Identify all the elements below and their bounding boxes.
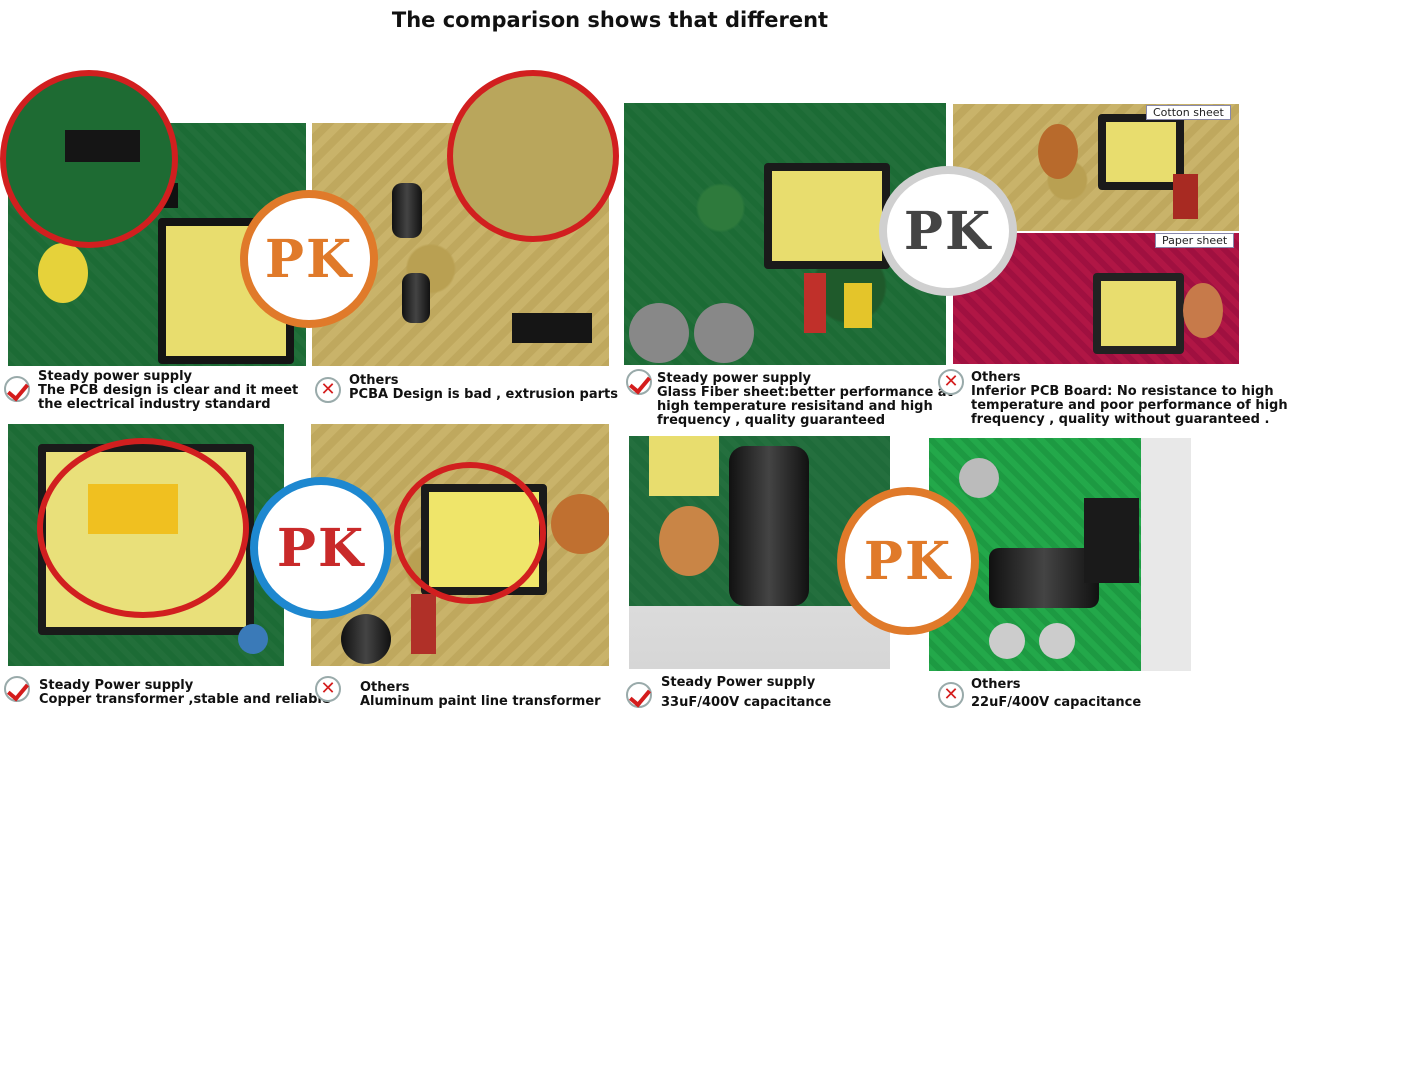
caption-bad: Others 22uF/400V capacitance [971,677,1142,710]
label-paper-sheet: Paper sheet [1155,233,1235,248]
magnify-ring [394,462,546,604]
cross-icon: ✕ [315,377,341,403]
caption-bad: Others PCBA Design is bad , extrusion pa… [349,373,618,402]
cross-icon: ✕ [938,682,964,708]
caption-bad: Others Aluminum paint line transformer [360,680,601,709]
caption-good: Steady Power supply 33uF/400V capacitanc… [661,675,832,710]
magnify-ring [447,70,619,242]
caption-good: Steady Power supply Copper transformer ,… [39,678,331,707]
check-icon [4,376,30,402]
caption-good: Steady power supply The PCB design is cl… [38,369,299,412]
pk-badge: PK [879,166,1017,296]
check-icon [4,676,30,702]
cross-icon: ✕ [315,676,341,702]
pk-badge: PK [837,487,979,635]
caption-good: Steady power supply Glass Fiber sheet:be… [657,371,953,428]
label-cotton-sheet: Cotton sheet [1146,105,1231,120]
photo-22uf-capacitor [929,438,1191,671]
page-title: The comparison shows that different [391,8,829,32]
pk-badge: PK [240,190,378,328]
magnify-ring [37,438,249,618]
photo-33uf-capacitor [629,436,890,669]
cross-icon: ✕ [938,369,964,395]
caption-bad: Others Inferior PCB Board: No resistance… [971,370,1288,427]
check-icon [626,369,652,395]
pk-badge: PK [250,477,392,619]
check-icon [626,682,652,708]
